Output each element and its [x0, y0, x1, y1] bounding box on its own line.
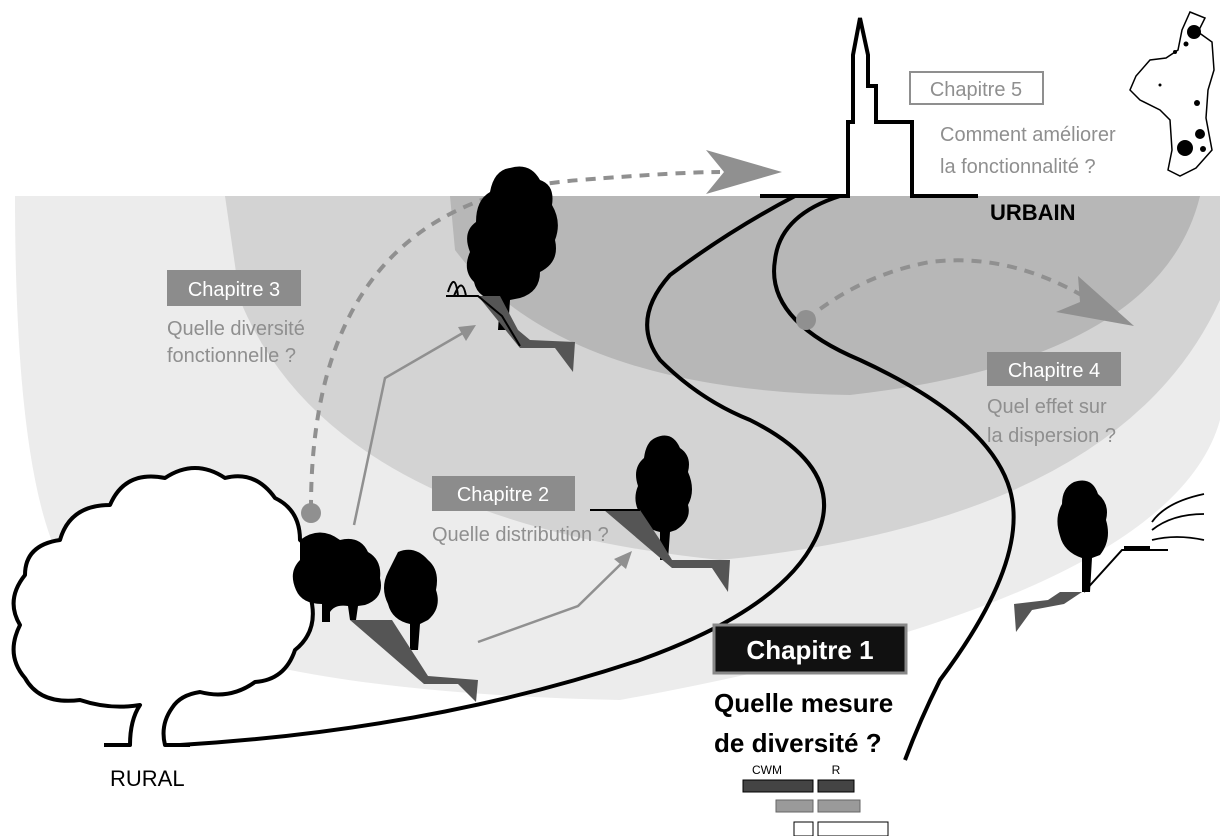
- chapter-1-question-line2: de diversité ?: [714, 728, 882, 758]
- dashed-arrow-heads: [301, 150, 1134, 523]
- gradient-curves: [179, 194, 1016, 761]
- tree-outline-icon: [11, 466, 318, 747]
- chapter-1-tag: Chapitre 1: [746, 635, 873, 665]
- tree-silhouette-ch3: [446, 166, 575, 372]
- chapter-4-tag-box: [987, 352, 1121, 386]
- chapter-5-question-line1: Comment améliorer: [940, 124, 1116, 146]
- region-map-icon: [1129, 11, 1215, 177]
- chapter-3-tag-box: [167, 270, 301, 306]
- chapter-5-tag: Chapitre 5: [930, 79, 1022, 101]
- chapter-4-block: Chapitre 4 Quel effet sur la dispersion …: [987, 352, 1121, 447]
- cathedral-icon: [760, 17, 978, 198]
- chapter-1-question-line1: Quelle mesure: [714, 688, 893, 718]
- solid-arrow-heads: [458, 325, 632, 569]
- legend-col-r: R: [832, 763, 841, 777]
- solid-arrows: [352, 328, 626, 644]
- curve-left: [179, 194, 826, 747]
- chapter-5-tag-box: [909, 71, 1044, 105]
- chapter-2-question: Quelle distribution ?: [432, 524, 609, 546]
- chapter-4-question-line2: la dispersion ?: [987, 425, 1116, 447]
- chapter-1-tag-box: [712, 623, 908, 675]
- tree-group-rural: [292, 532, 478, 702]
- chapter-2-tag-box: [432, 476, 575, 511]
- tree-silhouette-ch2: [590, 435, 730, 592]
- dispersal-arrows-icon: [1151, 493, 1205, 541]
- curve-right: [772, 194, 1016, 761]
- tree-silhouette-ch4: [1014, 480, 1168, 632]
- dashed-arrows: [308, 170, 1092, 511]
- chapter-3-question-line2: fonctionnelle ?: [167, 345, 296, 367]
- chapter-3-block: Chapitre 3 Quelle diversité fonctionnell…: [167, 270, 305, 367]
- chapter-2-tag: Chapitre 2: [457, 484, 549, 506]
- dashed-arrow-ch4: [804, 258, 1092, 322]
- rural-label: RURAL: [110, 766, 185, 791]
- chapter-4-question-line1: Quel effet sur: [987, 396, 1107, 418]
- band-inner: [450, 196, 1200, 395]
- chapter-5-question-line2: la fonctionnalité ?: [940, 156, 1096, 178]
- chapter-5-block: Chapitre 5 Comment améliorer la fonction…: [909, 71, 1116, 178]
- chapter-2-block: Chapitre 2 Quelle distribution ?: [432, 476, 609, 546]
- legend-bar-r-1: [817, 779, 855, 793]
- legend-bar-r-2: [817, 799, 861, 813]
- chapter-4-tag: Chapitre 4: [1008, 360, 1100, 382]
- legend-bar-cwm-1: [742, 779, 814, 793]
- urbain-label: URBAIN: [990, 200, 1076, 225]
- diversity-legend: CWM R: [742, 763, 889, 836]
- chapter-1-block: Chapitre 1 Quelle mesure de diversité ?: [712, 623, 908, 758]
- legend-col-cwm: CWM: [752, 763, 782, 777]
- legend-bar-r-3: [817, 821, 889, 836]
- legend-bar-cwm-3: [793, 821, 814, 836]
- chapter-3-tag: Chapitre 3: [188, 279, 280, 301]
- legend-bar-cwm-2: [775, 799, 814, 813]
- chapter-3-question-line1: Quelle diversité: [167, 318, 305, 340]
- dashed-arrow-ch3: [308, 170, 721, 511]
